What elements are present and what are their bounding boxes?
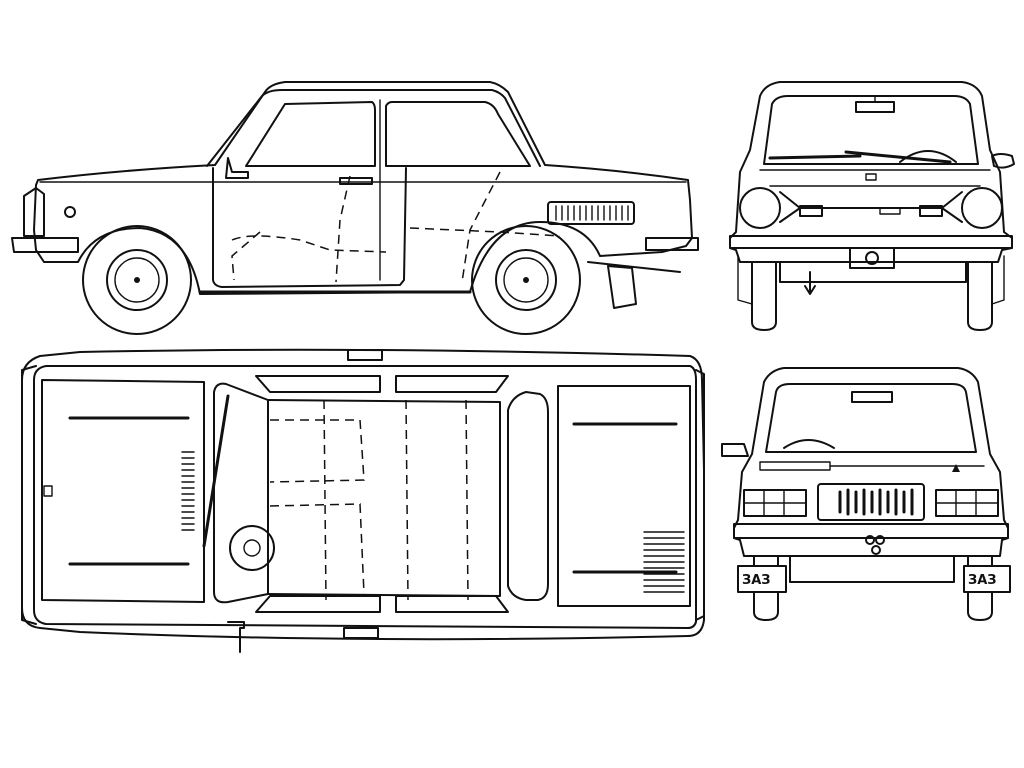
side-air-intake	[547, 201, 635, 225]
front-tow-hook	[865, 251, 879, 265]
front-rearview-mirror	[855, 101, 895, 113]
front-body-outline	[729, 81, 1013, 263]
top-front-hood	[41, 379, 205, 603]
side-air-intake-slats	[555, 205, 629, 221]
side-indicator	[64, 206, 76, 218]
side-hidden-line-3	[461, 171, 501, 283]
front-side-mirror	[991, 153, 1015, 169]
top-fuel-cap	[43, 485, 53, 497]
side-hidden-line-5	[231, 231, 261, 281]
side-exhaust	[587, 261, 681, 273]
rear-steering-wheel	[783, 439, 835, 449]
rear-taillight-left	[743, 489, 807, 517]
side-door-line	[212, 167, 407, 288]
side-rear-bumper	[645, 237, 699, 251]
top-hidden-seat-front	[269, 419, 365, 483]
top-mirror-right	[227, 621, 245, 653]
side-front-grille	[23, 187, 45, 237]
top-side-window-left-rear	[395, 375, 509, 393]
top-hidden-divider-3	[465, 399, 469, 601]
top-body-outline	[21, 348, 705, 641]
rear-taillight-right	[935, 489, 999, 517]
top-front-vent	[181, 451, 195, 531]
front-undercarriage	[779, 261, 967, 283]
rear-rearview-mirror	[851, 391, 893, 403]
front-bumper	[729, 235, 1013, 249]
front-tire-right	[967, 261, 993, 331]
top-engine-lid	[557, 385, 691, 607]
top-view	[21, 348, 705, 653]
front-emblem	[879, 207, 901, 215]
side-window-frame	[206, 89, 541, 167]
front-windshield	[763, 95, 979, 165]
top-rear-window	[507, 391, 549, 601]
top-hidden-divider-2	[405, 399, 409, 601]
rear-tow-hook	[865, 535, 885, 555]
rear-side-mirror	[721, 443, 749, 457]
front-mudguard-right	[991, 255, 1005, 305]
front-plate-mount	[849, 247, 895, 269]
top-side-window-right	[255, 595, 381, 613]
rear-body-outline	[733, 367, 1009, 557]
top-hidden-seat-front-2	[269, 503, 365, 595]
rear-mudflap-right: ЗАЗ	[963, 565, 1011, 593]
top-roof	[267, 399, 501, 597]
front-headlight-left	[739, 187, 781, 229]
side-hidden-line-4	[409, 227, 561, 237]
front-wiper-left	[768, 154, 862, 160]
rear-keyhole	[952, 464, 960, 472]
top-front-bumper	[21, 365, 37, 625]
rear-window	[765, 383, 977, 453]
side-rear-window	[385, 101, 531, 167]
side-view	[11, 81, 699, 335]
side-front-bumper	[11, 237, 79, 253]
front-indicator-right	[919, 205, 943, 217]
front-indicator-left	[799, 205, 823, 217]
side-mudflap	[607, 265, 637, 309]
front-badge	[865, 173, 877, 181]
front-mudguard-left	[737, 255, 753, 305]
top-wiper	[202, 394, 230, 548]
side-hidden-line-2	[335, 175, 351, 283]
side-mirror	[225, 157, 249, 179]
side-door-handle	[339, 177, 373, 185]
rear-vent-grille	[759, 461, 831, 471]
front-tire-left	[751, 261, 777, 331]
top-inner-outline	[33, 365, 697, 629]
top-engine-vent	[643, 531, 685, 593]
top-rear-bumper	[695, 369, 705, 621]
rear-undercarriage	[789, 555, 955, 583]
rear-tire-left	[753, 555, 779, 621]
rear-mudflap-left-text: ЗАЗ	[742, 573, 771, 588]
front-steering-wheel	[899, 150, 957, 163]
top-steering-wheel	[229, 525, 275, 571]
side-front-wheel	[82, 225, 192, 335]
side-rear-wheel	[471, 225, 581, 335]
rear-tire-right	[967, 555, 993, 621]
rear-bumper	[733, 523, 1009, 539]
rear-view: ЗАЗ ЗАЗ	[721, 367, 1011, 621]
front-view	[729, 81, 1015, 331]
rear-mudflap-left: ЗАЗ	[737, 565, 787, 593]
top-handle-right	[343, 627, 379, 639]
rear-license-plate	[817, 483, 925, 521]
top-hidden-divider-1	[323, 399, 327, 601]
front-wiper-right	[844, 150, 952, 164]
rear-mudflap-right-text: ЗАЗ	[968, 573, 997, 588]
top-side-window-right-rear	[395, 595, 509, 613]
front-headlight-right	[961, 187, 1003, 229]
top-mirror-left	[347, 349, 383, 361]
top-side-window-left	[255, 375, 381, 393]
top-steering-hub	[243, 539, 261, 557]
side-hidden-line-1	[231, 235, 387, 253]
side-front-window	[245, 101, 376, 167]
